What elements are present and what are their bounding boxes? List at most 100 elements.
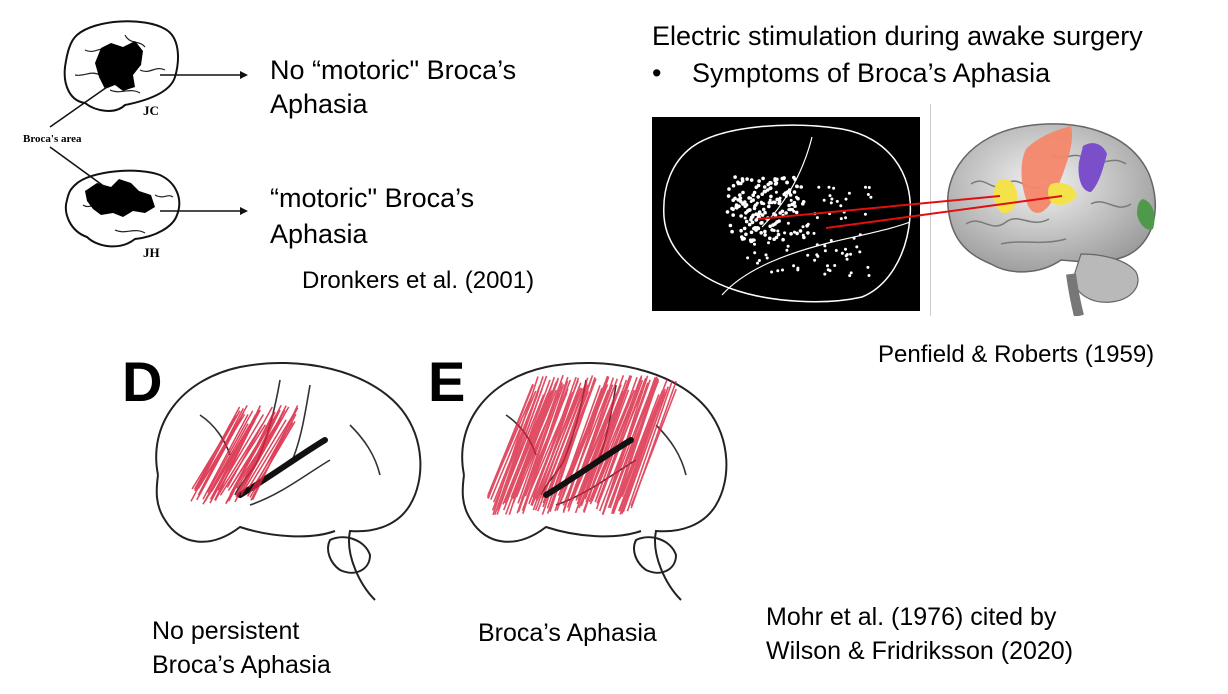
stimulation-dot	[792, 175, 796, 180]
stimulation-dot	[787, 208, 791, 212]
stimulation-dot	[823, 272, 827, 276]
stimulation-dot	[806, 222, 810, 226]
stimulation-dot	[822, 198, 826, 202]
stimulation-dot	[731, 213, 735, 217]
stimulation-dot	[768, 236, 772, 241]
stimulation-dot	[745, 177, 749, 181]
stimulation-dot	[795, 195, 798, 199]
caption-e: Broca’s Aphasia	[478, 619, 657, 647]
jh-label: JH	[143, 245, 160, 260]
lesion-stroke	[622, 386, 669, 513]
stimulation-dot	[844, 216, 848, 220]
stimulation-dot	[762, 189, 767, 194]
lesion-stroke	[595, 375, 643, 499]
stimulation-dot	[756, 213, 760, 217]
lesion-stroke	[243, 406, 290, 487]
stimulation-dot	[792, 190, 797, 194]
stimulation-dot	[844, 197, 848, 201]
stimulation-dot	[733, 175, 737, 179]
stimulation-dot	[746, 209, 750, 213]
jh-result-line1: “motoric" Broca’s	[270, 183, 475, 213]
lesion-stroke	[510, 381, 558, 498]
stimulation-dot	[756, 183, 761, 188]
stimulation-dot	[740, 177, 745, 181]
stimulation-dot	[728, 223, 733, 228]
lesion-stroke	[240, 419, 287, 496]
stimulation-dot	[839, 204, 843, 208]
stimulation-dot	[765, 188, 770, 192]
stimulation-dot	[749, 200, 753, 203]
lesion-stroke	[578, 390, 625, 509]
stimulation-dot	[775, 197, 779, 202]
lesion-stroke	[532, 380, 579, 498]
stimulation-dot	[730, 229, 734, 234]
stimulation-dot	[743, 200, 747, 204]
stimulation-dot	[815, 216, 819, 220]
lesion-stroke	[577, 375, 625, 500]
stimulation-dot	[864, 185, 867, 189]
jc-label: JC	[143, 103, 159, 118]
jc-result-line1: No “motoric" Broca’s	[270, 55, 517, 85]
stimulation-dot	[735, 206, 739, 210]
stimulation-dot	[757, 259, 761, 262]
panel-d-letter: D	[122, 350, 163, 413]
broca-area-label: Broca's area	[23, 133, 82, 145]
stimulation-dot	[727, 187, 731, 191]
stimulation-dot	[726, 194, 731, 198]
lesion-stroke	[198, 414, 246, 487]
stimulation-dot	[752, 190, 757, 195]
stimulation-dot	[866, 265, 870, 269]
stimulation-dot	[785, 248, 789, 252]
stimulation-dot	[844, 254, 848, 258]
stimulation-dot	[866, 193, 870, 196]
stimulation-dot	[781, 237, 785, 242]
stimulation-dot	[794, 210, 799, 215]
lesion-stroke	[542, 377, 589, 498]
stimulation-dot	[739, 214, 743, 218]
penfield-heading: Electric stimulation during awake surger…	[652, 21, 1143, 51]
stimulation-dot	[801, 233, 805, 237]
stimulation-dot	[772, 200, 775, 204]
stimulation-dot	[867, 274, 871, 277]
stimulation-dot	[765, 256, 769, 260]
stimulation-dot	[753, 251, 757, 255]
stimulation-dot	[795, 184, 799, 189]
stimulation-dot	[772, 212, 776, 216]
stimulation-dot	[789, 232, 793, 236]
red-arrow-upper	[757, 195, 1001, 220]
stimulation-dot	[792, 264, 796, 268]
stimulation-dot	[801, 225, 805, 229]
cerebellum	[1072, 253, 1139, 303]
stimulation-dot	[775, 220, 779, 224]
stimulation-dot	[834, 249, 838, 252]
stimulation-dot	[855, 245, 859, 249]
stimulation-dot	[741, 190, 745, 195]
stimulation-dot	[840, 251, 844, 255]
penfield-citation: Penfield & Roberts (1959)	[878, 341, 1155, 368]
stimulation-dot	[743, 216, 747, 220]
lesion-stroke	[535, 382, 582, 500]
panel-e-letter: E	[428, 350, 466, 413]
stimulation-dot	[750, 220, 755, 225]
dronkers-citation: Dronkers et al. (2001)	[302, 267, 535, 294]
caption-d-line2: Broca’s Aphasia	[152, 651, 331, 679]
lesion-d-hatching	[190, 404, 299, 505]
stimulation-dot	[839, 217, 843, 221]
stimulation-dot	[833, 264, 837, 267]
stimulation-dot	[759, 231, 763, 235]
stimulation-dot	[739, 199, 743, 204]
brain-jh	[65, 169, 181, 248]
stimulation-dot	[817, 185, 821, 189]
stimulation-dot	[784, 194, 788, 198]
lesion-stroke	[248, 413, 295, 488]
stimulation-dot	[738, 193, 742, 197]
lesion-stroke	[576, 390, 624, 505]
stimulation-dot	[769, 194, 773, 199]
stimulation-dot	[768, 224, 772, 229]
stimulation-dot	[784, 211, 788, 215]
stimulation-dot	[792, 209, 796, 213]
stimulation-dot	[844, 247, 847, 251]
stimulation-dot	[759, 200, 763, 204]
stimulation-dot	[746, 256, 750, 260]
stimulation-dot	[758, 212, 762, 216]
